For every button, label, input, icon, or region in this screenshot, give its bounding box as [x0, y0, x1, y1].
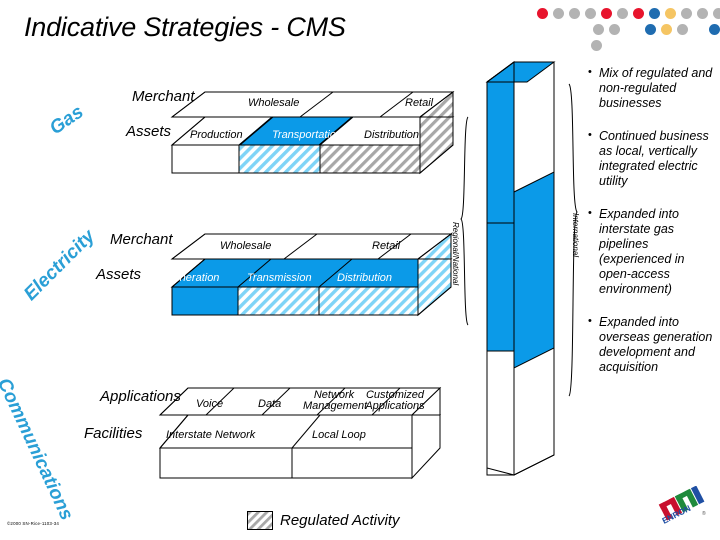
communications-cell-customized-applications: Customized Applications	[365, 389, 425, 412]
communications-cell-interstate-network: Interstate Network	[166, 429, 256, 441]
decorative-dot	[609, 24, 620, 35]
legend-label: Regulated Activity	[280, 512, 400, 529]
decorative-dot	[593, 24, 604, 35]
decorative-dot-grid	[0, 0, 720, 56]
scope-bar	[460, 61, 578, 476]
communications-cell-network-management: Network Management	[303, 389, 368, 412]
bullet-list: Mix of regulated and non-regulated busin…	[588, 65, 714, 393]
electricity-cell-retail: Retail	[372, 240, 401, 252]
decorative-dot	[585, 8, 596, 19]
decorative-dot	[709, 24, 720, 35]
decorative-dot	[591, 40, 602, 51]
communications-cell-data: Data	[258, 398, 282, 410]
decorative-dot	[677, 24, 688, 35]
decorative-dot	[553, 8, 564, 19]
bullet-item: Expanded into overseas generation develo…	[588, 314, 714, 375]
legend: Regulated Activity	[247, 511, 400, 530]
communications-cell-local-loop: Local Loop	[312, 429, 366, 441]
gas-row-title-assets: Assets	[126, 123, 172, 140]
gas-row-title-merchant: Merchant	[132, 88, 195, 105]
scope-label-international: International	[571, 213, 580, 258]
gas-cell-transportation: Transportation	[272, 129, 343, 141]
communications-cell-voice: Voice	[196, 398, 224, 410]
decorative-dot	[569, 8, 580, 19]
decorative-dot	[665, 8, 676, 19]
gas-cell-wholesale: Wholesale	[248, 97, 300, 109]
decorative-dot	[681, 8, 692, 19]
electricity-row-title-assets: Assets	[96, 266, 142, 283]
decorative-dot	[645, 24, 656, 35]
communications-slab	[158, 386, 442, 480]
scope-label-regional-national: Regional/National	[451, 222, 460, 286]
electricity-cell-transmission: Transmission	[247, 272, 312, 284]
electricity-cell-distribution: Distribution	[337, 272, 393, 284]
communications-row-title-applications: Applications	[100, 388, 181, 405]
electricity-cell-generation: Generation	[165, 272, 220, 284]
electricity-row-title-merchant: Merchant	[110, 231, 173, 248]
communications-row-title-facilities: Facilities	[84, 425, 143, 442]
electricity-cell-wholesale: Wholesale	[220, 240, 272, 252]
gas-cell-distribution: Distribution	[364, 129, 420, 141]
decorative-dot	[601, 8, 612, 19]
gas-cell-retail: Retail	[405, 97, 434, 109]
gas-slab	[170, 90, 455, 175]
legend-swatch-regulated	[247, 511, 273, 530]
decorative-dot	[617, 8, 628, 19]
enron-logo: ENRON ®	[658, 486, 706, 526]
decorative-dot	[713, 8, 720, 19]
decorative-dot	[661, 24, 672, 35]
decorative-dot	[537, 8, 548, 19]
page-title: Indicative Strategies - CMS	[24, 12, 346, 42]
decorative-dot	[649, 8, 660, 19]
bullet-item: Mix of regulated and non-regulated busin…	[588, 65, 714, 111]
bullet-item: Continued business as local, vertically …	[588, 128, 714, 189]
bullet-item: Expanded into interstate gas pipelines (…	[588, 206, 714, 297]
gas-cell-production: Production	[190, 129, 243, 141]
footer-document-id: ©2000 SN-Rice-1103-34	[7, 521, 60, 526]
enron-trademark-icon: ®	[702, 510, 706, 517]
electricity-slab	[170, 232, 453, 317]
decorative-dot	[697, 8, 708, 19]
decorative-dot	[633, 8, 644, 19]
